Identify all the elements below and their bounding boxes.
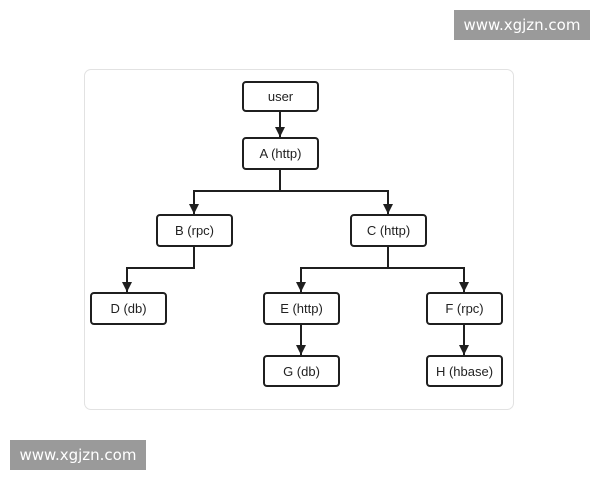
node-h: H (hbase) (426, 355, 503, 387)
node-c: C (http) (350, 214, 427, 247)
edge-c-e (296, 247, 389, 292)
node-user: user (242, 81, 319, 112)
watermark-top: www.xgjzn.com (454, 10, 590, 40)
node-g: G (db) (263, 355, 340, 387)
node-b: B (rpc) (156, 214, 233, 247)
edge-a-b (189, 170, 281, 214)
watermark-bottom: www.xgjzn.com (10, 440, 146, 470)
edge-c-f (388, 267, 469, 292)
node-a: A (http) (242, 137, 319, 170)
node-e: E (http) (263, 292, 340, 325)
node-d: D (db) (90, 292, 167, 325)
edge-a-c (280, 190, 393, 214)
edge-b-d (122, 247, 195, 292)
node-f: F (rpc) (426, 292, 503, 325)
